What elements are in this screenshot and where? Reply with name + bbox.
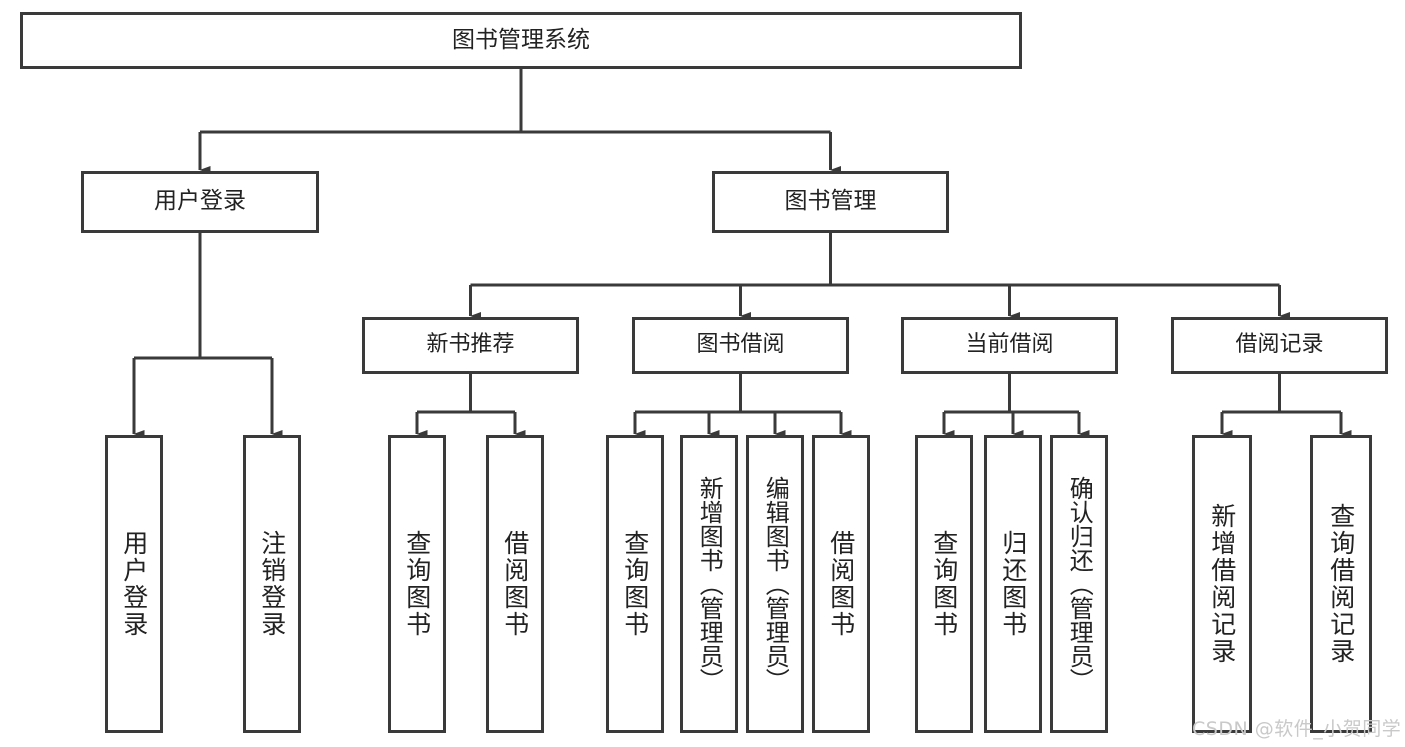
node-book-borrow[interactable]: 图书借阅 bbox=[632, 317, 849, 374]
leaf-label: 用户登录 bbox=[119, 530, 149, 638]
node-root[interactable]: 图书管理系统 bbox=[20, 12, 1022, 69]
node-new-book-recommend-label: 新书推荐 bbox=[426, 332, 515, 358]
leaf-label: 注销登录 bbox=[257, 530, 287, 638]
node-book-manage[interactable]: 图书管理 bbox=[712, 171, 949, 233]
node-book-manage-label: 图书管理 bbox=[784, 188, 877, 215]
leaf-query-book-2[interactable]: 查询图书 bbox=[606, 435, 664, 733]
node-current-borrow-label: 当前借阅 bbox=[965, 332, 1054, 358]
leaf-query-book-1[interactable]: 查询图书 bbox=[388, 435, 446, 733]
leaf-label: 确认归还（管理员） bbox=[1065, 476, 1094, 692]
leaf-add-book[interactable]: 新增图书（管理员） bbox=[680, 435, 738, 733]
leaf-label: 新增图书（管理员） bbox=[695, 476, 724, 692]
leaf-query-record[interactable]: 查询借阅记录 bbox=[1310, 435, 1372, 733]
leaf-label: 新增借阅记录 bbox=[1207, 503, 1237, 665]
leaf-label: 查询图书 bbox=[620, 530, 650, 638]
node-borrow-record[interactable]: 借阅记录 bbox=[1171, 317, 1388, 374]
node-book-borrow-label: 图书借阅 bbox=[696, 332, 785, 358]
node-borrow-record-label: 借阅记录 bbox=[1235, 332, 1324, 358]
leaf-edit-book[interactable]: 编辑图书（管理员） bbox=[746, 435, 804, 733]
leaf-label: 借阅图书 bbox=[500, 530, 530, 638]
leaf-return-book[interactable]: 归还图书 bbox=[984, 435, 1042, 733]
leaf-user-logout[interactable]: 注销登录 bbox=[243, 435, 301, 733]
csdn-watermark: CSDN @软件_小贺同学 bbox=[1192, 718, 1402, 740]
leaf-borrow-book-1[interactable]: 借阅图书 bbox=[486, 435, 544, 733]
leaf-user-login[interactable]: 用户登录 bbox=[105, 435, 163, 733]
node-root-label: 图书管理系统 bbox=[452, 26, 590, 53]
node-current-borrow[interactable]: 当前借阅 bbox=[901, 317, 1118, 374]
leaf-confirm-return[interactable]: 确认归还（管理员） bbox=[1050, 435, 1108, 733]
leaf-label: 查询图书 bbox=[402, 530, 432, 638]
node-user-login[interactable]: 用户登录 bbox=[81, 171, 319, 233]
leaf-label: 查询借阅记录 bbox=[1326, 503, 1356, 665]
node-new-book-recommend[interactable]: 新书推荐 bbox=[362, 317, 579, 374]
leaf-add-record[interactable]: 新增借阅记录 bbox=[1192, 435, 1252, 733]
leaf-query-book-3[interactable]: 查询图书 bbox=[915, 435, 973, 733]
node-user-login-label: 用户登录 bbox=[154, 188, 246, 215]
leaf-label: 归还图书 bbox=[998, 530, 1028, 638]
leaf-label: 查询图书 bbox=[929, 530, 959, 638]
leaf-label: 编辑图书（管理员） bbox=[761, 476, 790, 692]
leaf-borrow-book-2[interactable]: 借阅图书 bbox=[812, 435, 870, 733]
leaf-label: 借阅图书 bbox=[826, 530, 856, 638]
